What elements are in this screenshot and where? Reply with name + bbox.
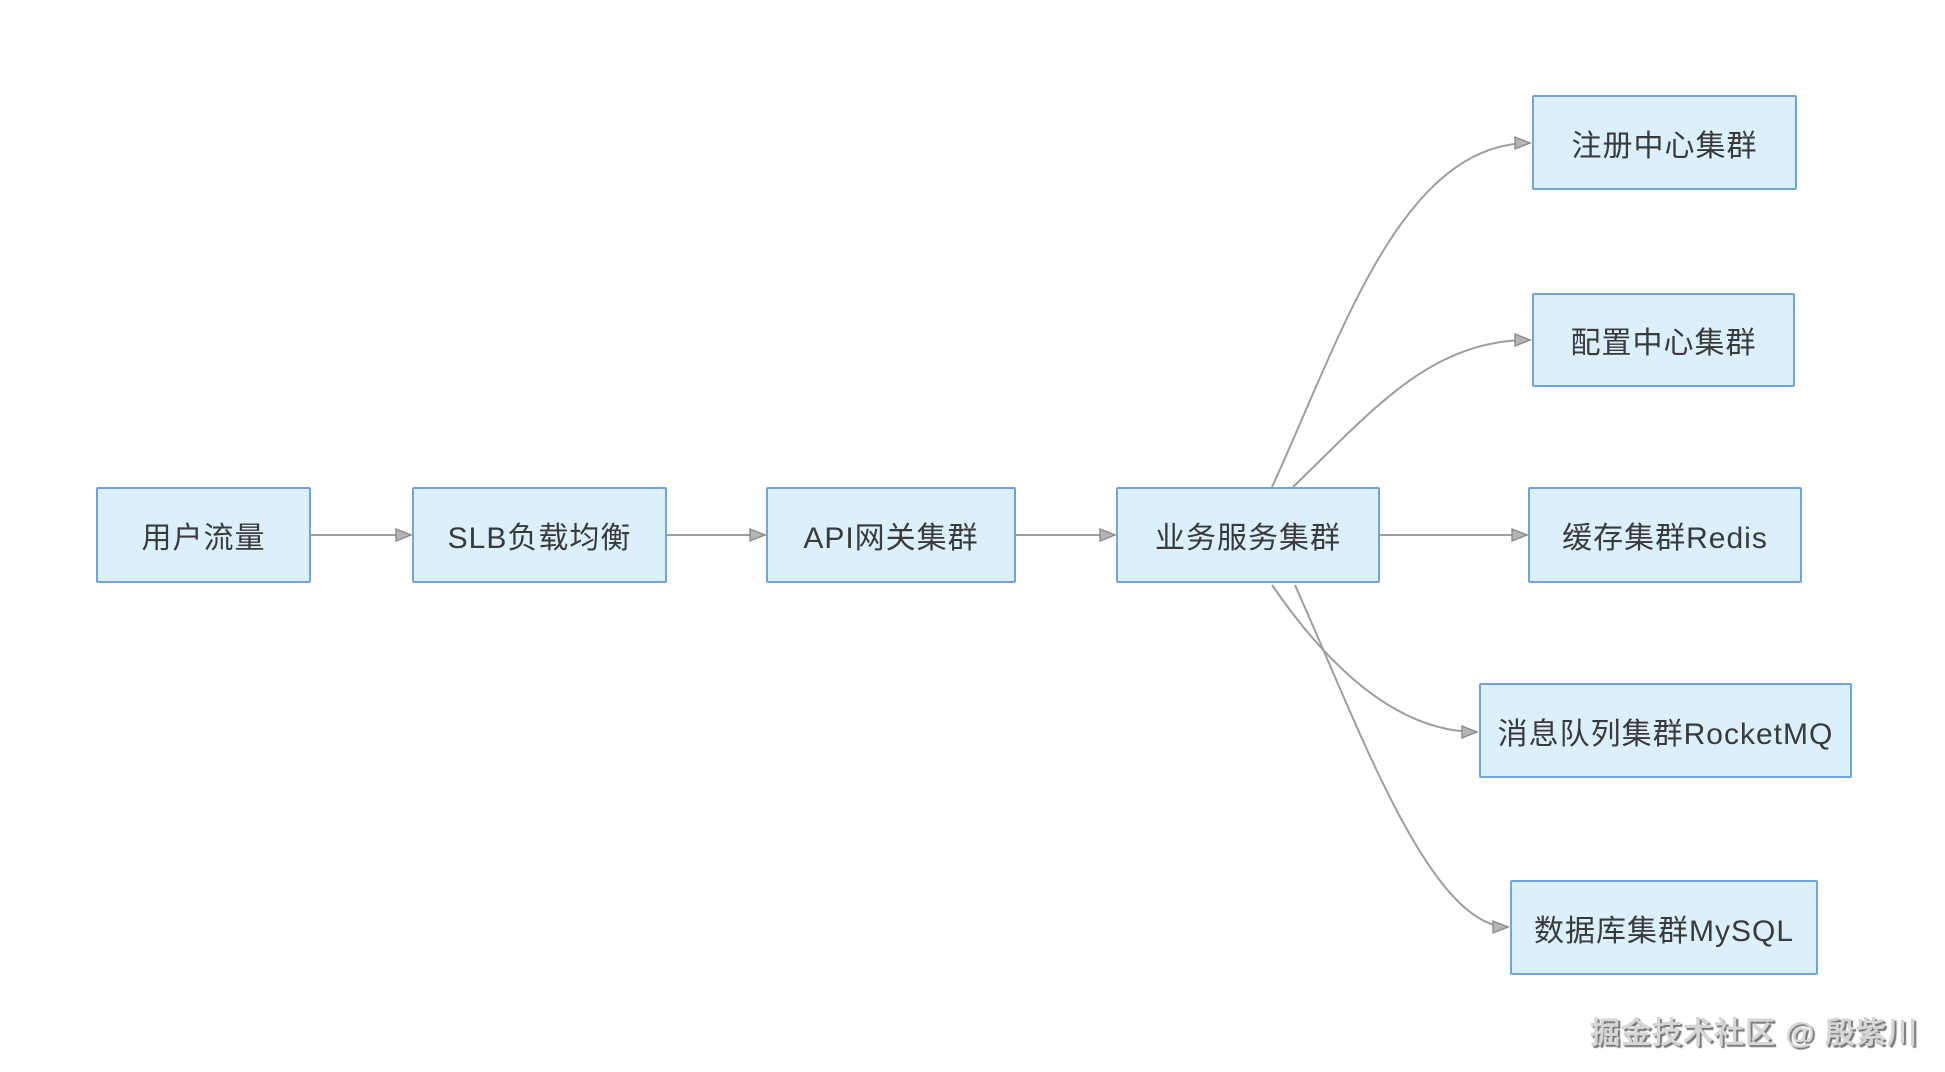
node-mysql-cluster: 数据库集群MySQL	[1510, 880, 1818, 975]
node-api-gateway-cluster: API网关集群	[766, 487, 1016, 583]
node-business-service-cluster: 业务服务集群	[1116, 487, 1380, 583]
edge-business-service-to-mysql	[1294, 584, 1508, 927]
node-redis-cache-cluster: 缓存集群Redis	[1528, 487, 1802, 583]
edge-business-service-to-config	[1292, 340, 1530, 488]
watermark-text: 掘金技术社区 @ 殷紫川	[1590, 1017, 1918, 1050]
node-rocketmq-cluster: 消息队列集群RocketMQ	[1479, 683, 1852, 778]
node-user-traffic: 用户流量	[96, 487, 311, 583]
edge-business-service-to-registry	[1271, 143, 1530, 488]
node-config-center-cluster: 配置中心集群	[1532, 293, 1795, 387]
node-registry-center-cluster: 注册中心集群	[1532, 95, 1797, 190]
edge-business-service-to-rocketmq	[1271, 584, 1477, 732]
node-slb-load-balancer: SLB负载均衡	[412, 487, 667, 583]
